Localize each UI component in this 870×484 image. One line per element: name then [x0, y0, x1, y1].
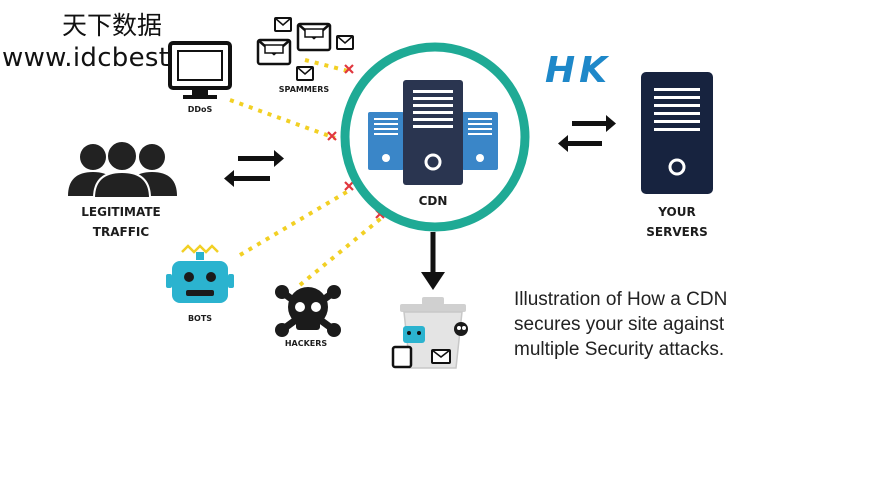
attack-line-bots	[238, 188, 352, 257]
envelope-icon	[274, 17, 292, 32]
caption-line: secures your site against	[514, 314, 725, 335]
diagram-caption: Illustration of How a CDN secures your s…	[514, 287, 774, 362]
block-mark-icon	[344, 64, 354, 74]
monitor-icon	[168, 41, 232, 99]
attack-line-hackers	[298, 213, 387, 287]
hackers-label: HACKERS	[285, 339, 328, 348]
envelope-icon	[296, 66, 314, 81]
people-icon	[68, 140, 177, 199]
spammers-label: SPAMMERS	[279, 85, 330, 94]
envelope-icon	[256, 38, 292, 66]
envelope-icon	[296, 22, 332, 52]
arrow-down-icon	[421, 232, 445, 290]
skull-icon	[275, 285, 341, 337]
your-servers-label-line2: SERVERS	[646, 225, 707, 239]
bot-icon	[166, 244, 234, 303]
cdn-servers-icon	[368, 80, 498, 185]
your-server-icon	[641, 72, 713, 194]
block-mark-icon	[327, 131, 337, 141]
hk-brand-tag: HK	[545, 50, 612, 91]
trash-bin-icon	[391, 297, 468, 369]
legitimate-traffic-label-line1: LEGITIMATE	[81, 205, 161, 219]
attack-line-spammers	[304, 58, 353, 74]
double-arrow-right-icon	[558, 115, 616, 152]
watermark-title: 天下数据	[62, 11, 163, 40]
attack-lines	[229, 58, 387, 287]
bots-label: BOTS	[188, 314, 212, 323]
caption-line: Illustration of How a CDN	[514, 289, 728, 310]
legitimate-traffic-label-line2: TRAFFIC	[93, 225, 150, 239]
your-servers-label-line1: YOUR	[657, 205, 695, 219]
ddos-label: DDoS	[188, 105, 213, 114]
cdn-label: CDN	[419, 194, 448, 208]
block-mark-icon	[344, 181, 354, 191]
envelope-icon-group	[256, 17, 354, 81]
double-arrow-left-icon	[224, 150, 284, 187]
caption-line: multiple Security attacks.	[514, 339, 725, 360]
attack-line-ddos	[229, 98, 336, 140]
envelope-icon	[336, 35, 354, 50]
